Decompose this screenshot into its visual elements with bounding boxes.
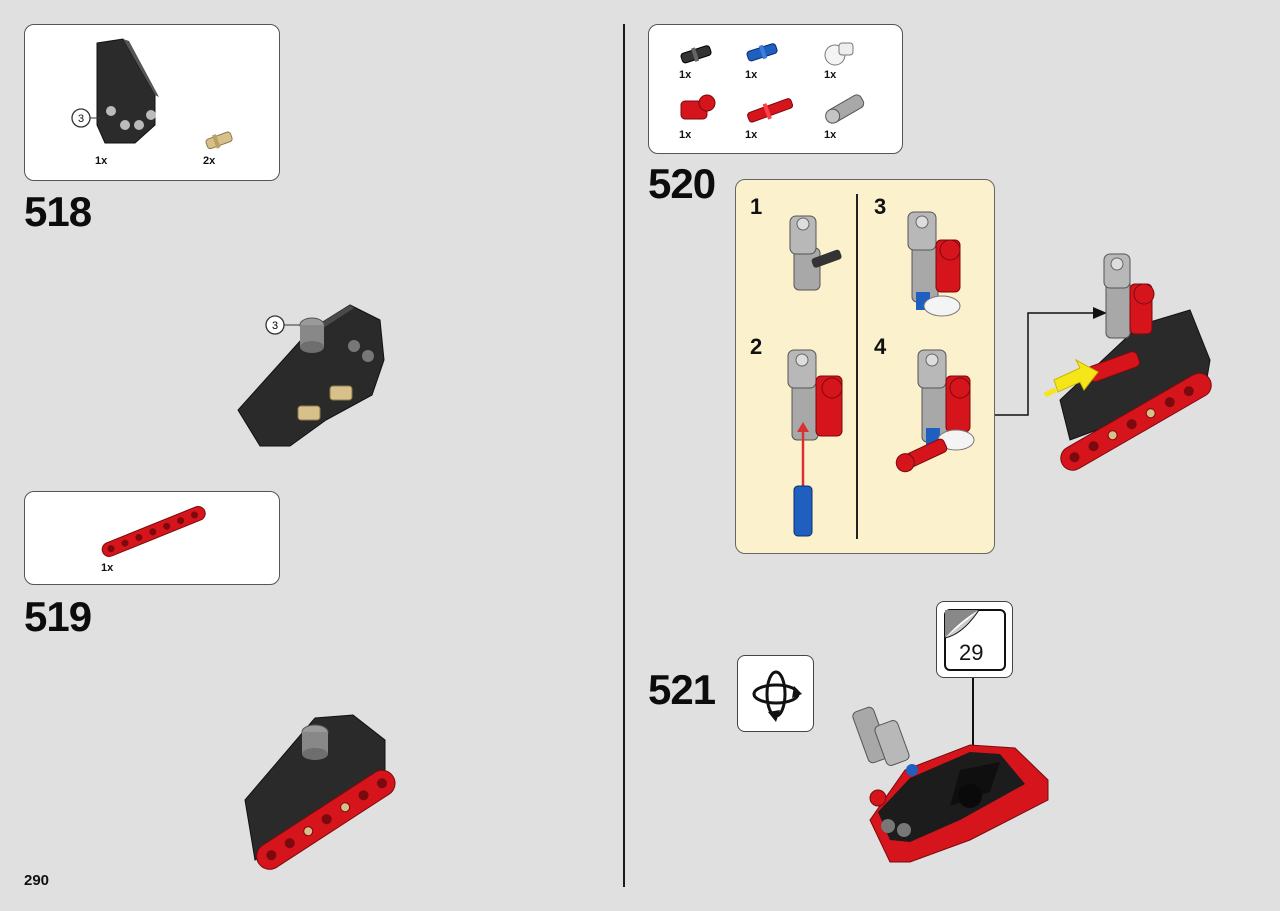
qty-label: 1x (745, 69, 758, 81)
step-number-521: 521 (648, 666, 716, 713)
qty-label: 1x (95, 155, 108, 167)
red-connector-part-image (680, 94, 716, 120)
red-beam-part-image (101, 505, 206, 557)
step-518-model-image: 3 (237, 304, 385, 447)
page-reference-box: 29 (936, 601, 1013, 678)
sub-assembly-box-520: 1 2 3 4 (735, 179, 995, 554)
page-curl-icon (944, 609, 1006, 671)
red-axle-pin-part-image (747, 98, 794, 123)
step-519-model-image (244, 714, 396, 870)
rotate-model-icon-box (737, 655, 814, 732)
step-number-518: 518 (24, 188, 92, 235)
white-connector-part-image (824, 42, 854, 66)
sub-step-4-image (895, 349, 975, 473)
sub-step-number-4: 4 (874, 334, 887, 359)
parts-list-520: 1x 1x 1x 1x 1x 1x (648, 24, 903, 154)
page-divider (623, 24, 625, 887)
sub-step-number-2: 2 (750, 334, 763, 359)
callout-number-3: 3 (272, 320, 278, 332)
qty-label: 1x (679, 69, 692, 81)
page-reference-leader (972, 678, 974, 753)
step-520-model-image (1043, 253, 1212, 471)
page-number: 290 (24, 872, 50, 889)
rotate-model-icon (752, 670, 802, 722)
sub-step-3-image (907, 211, 961, 317)
assembly-pointer-line (995, 307, 1107, 416)
qty-label: 1x (745, 129, 758, 141)
sub-box-divider (856, 194, 858, 539)
callout-number-3: 3 (78, 113, 84, 125)
tan-pin-part-image (205, 131, 233, 150)
step-number-519: 519 (24, 593, 92, 640)
parts-list-519: 1x (24, 491, 280, 585)
sub-step-2-image (787, 349, 843, 537)
page-reference-number: 29 (959, 640, 984, 665)
qty-label: 1x (824, 129, 837, 141)
step-521-model-image (852, 706, 1049, 863)
step-number-520: 520 (648, 160, 716, 207)
black-panel-part-image: 3 (71, 38, 159, 144)
blue-axle-pin-part-image (746, 43, 778, 62)
parts-list-518: 3 1x 2x (24, 24, 280, 181)
sub-step-1-image (789, 215, 842, 291)
black-axle-pin-part-image (680, 45, 712, 64)
sub-step-number-1: 1 (750, 194, 763, 219)
gray-connector-part-image (825, 94, 865, 124)
qty-label: 1x (824, 69, 837, 81)
qty-label: 1x (101, 562, 114, 574)
sub-step-number-3: 3 (874, 194, 887, 219)
qty-label: 2x (203, 155, 216, 167)
qty-label: 1x (679, 129, 692, 141)
